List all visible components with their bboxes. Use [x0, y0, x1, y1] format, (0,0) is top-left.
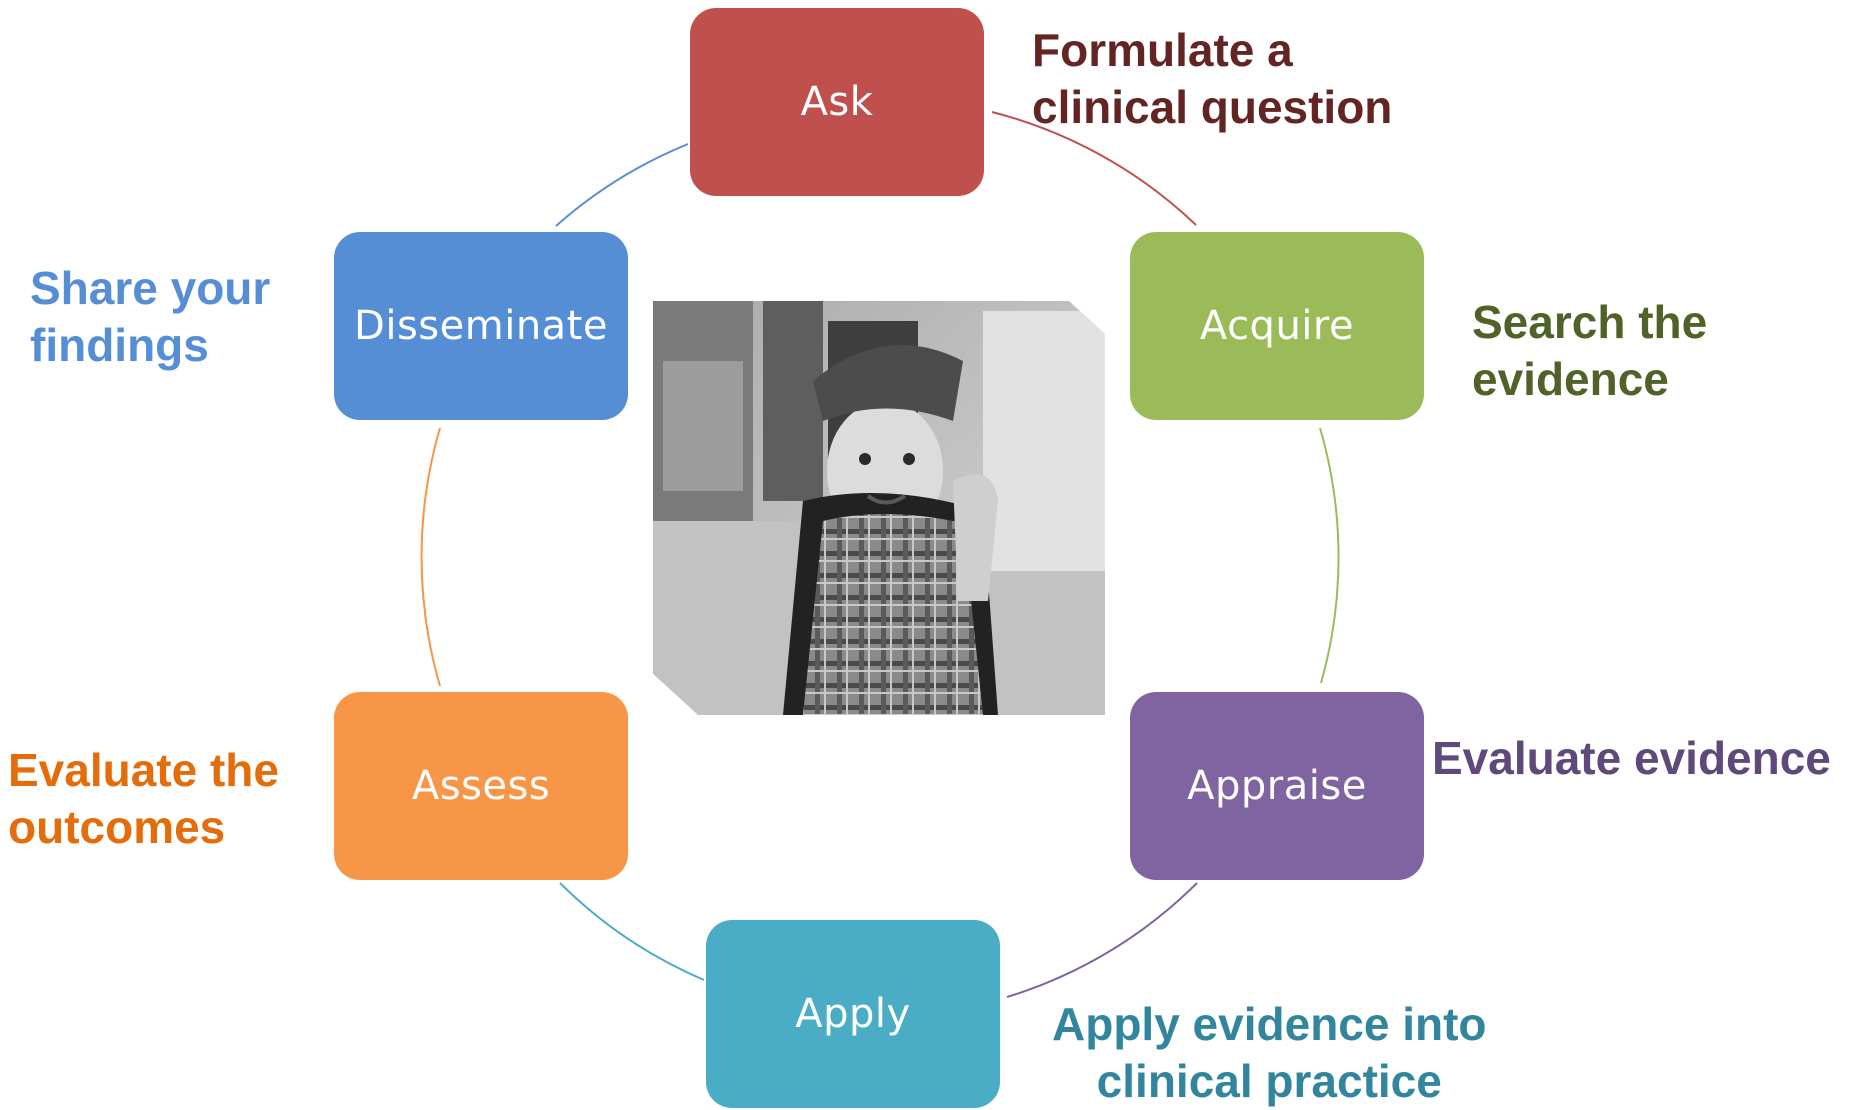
step-label-appraise: Appraise: [1187, 763, 1367, 809]
step-description-apply: Apply evidence into clinical practice: [1052, 996, 1487, 1110]
arc-acquire-appraise: [1319, 427, 1340, 684]
step-box-disseminate: Disseminate: [334, 232, 628, 420]
step-label-disseminate: Disseminate: [354, 303, 608, 349]
step-description-ask: Formulate a clinical question: [1032, 22, 1392, 136]
description-line: Search the: [1472, 296, 1708, 348]
description-line: Evaluate evidence: [1432, 732, 1831, 784]
arc-apply-assess: [559, 882, 705, 981]
step-box-appraise: Appraise: [1130, 692, 1424, 880]
description-line: Share your: [30, 262, 271, 314]
child-in-superhero-costume-photo: [644, 292, 1114, 724]
step-box-ask: Ask: [690, 8, 984, 196]
step-label-acquire: Acquire: [1199, 303, 1355, 349]
step-label-apply: Apply: [795, 991, 911, 1037]
description-line: clinical practice: [1096, 1055, 1442, 1107]
step-box-apply: Apply: [706, 920, 1000, 1108]
arc-appraise-apply: [1006, 882, 1198, 998]
arc-disseminate-ask: [555, 143, 689, 227]
step-description-disseminate: Share your findings: [30, 260, 270, 374]
description-line: findings: [30, 319, 209, 371]
description-line: Evaluate the: [8, 744, 279, 796]
description-line: evidence: [1472, 353, 1669, 405]
arc-ask-acquire: [991, 111, 1197, 226]
description-line: clinical question: [1032, 81, 1393, 133]
arc-assess-disseminate: [420, 427, 441, 687]
step-label-ask: Ask: [800, 79, 874, 125]
step-box-acquire: Acquire: [1130, 232, 1424, 420]
step-box-assess: Assess: [334, 692, 628, 880]
step-description-acquire: Search the evidence: [1472, 294, 1707, 408]
description-line: outcomes: [8, 801, 226, 853]
description-line: Apply evidence into: [1052, 998, 1487, 1050]
description-line: Formulate a: [1032, 24, 1293, 76]
step-label-assess: Assess: [411, 763, 551, 809]
step-description-assess: Evaluate the outcomes: [8, 742, 279, 856]
step-description-appraise: Evaluate evidence: [1432, 730, 1831, 787]
